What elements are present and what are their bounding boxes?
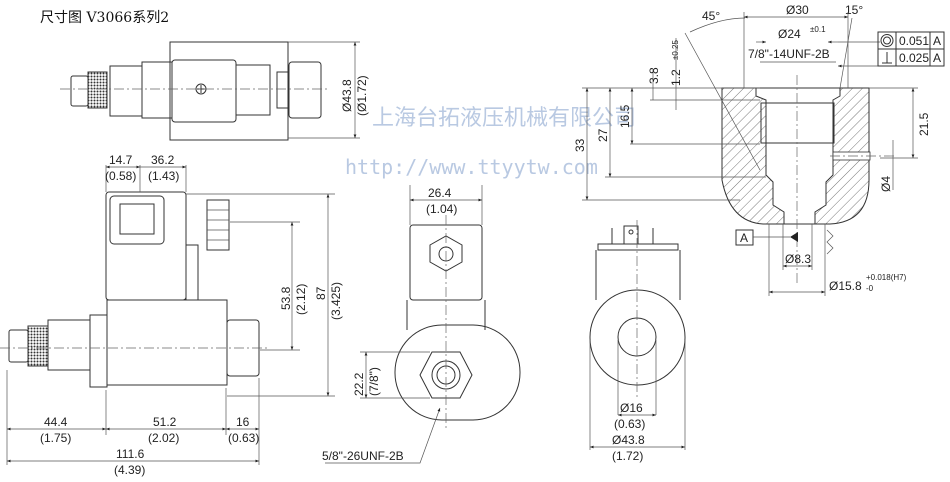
end-hex-in: (7/8") <box>367 367 381 396</box>
cavity-d83: Ø8.3 <box>785 252 811 266</box>
drawing-title: 尺寸图 V3066系列2 <box>40 10 169 26</box>
side-d7-in: (0.63) <box>228 431 259 445</box>
cavity-dia30: Ø30 <box>786 3 809 17</box>
cavity-dia24-tol: ±0.1 <box>810 25 826 34</box>
cavity-datum-label: A <box>740 231 748 245</box>
cavity-d215: 21.5 <box>917 112 931 136</box>
cavity-d12: 1.2 <box>669 69 683 86</box>
side-d5-in: (1.75) <box>40 431 71 445</box>
cavity-d4: Ø4 <box>879 176 893 192</box>
watermark-url: http://www.ttyytw.com <box>345 155 598 179</box>
cavity-d27: 27 <box>596 128 610 142</box>
side-d8-in: (4.39) <box>114 463 145 477</box>
cavity-d12-tol: ±0.25 <box>671 39 680 60</box>
end-width-mm: 26.4 <box>428 186 452 200</box>
side-d4-mm: 87 <box>314 286 328 300</box>
tol1-value: 0.051 <box>899 34 929 48</box>
side-d7-mm: 16 <box>236 415 250 429</box>
tol2-datum: A <box>933 51 941 65</box>
side-d1-in: (0.58) <box>105 169 136 183</box>
cavity-thread: 7/8"-14UNF-2B <box>748 47 830 61</box>
side-d6-in: (2.02) <box>148 431 179 445</box>
coil-inner-mm: Ø16 <box>620 401 643 415</box>
side-d2-mm: 36.2 <box>151 153 175 167</box>
end-thread-label: 5/8"-26UNF-2B <box>322 449 404 463</box>
cavity-d158-tol-lower: -0 <box>866 284 874 293</box>
side-d3-in: (2.12) <box>294 284 308 315</box>
end-width-in: (1.04) <box>426 202 457 216</box>
side-d2-in: (1.43) <box>148 169 179 183</box>
cavity-dia24: Ø24 <box>778 27 801 41</box>
coil-outer-in: (1.72) <box>612 449 643 463</box>
coil-view: Ø16 (0.63) Ø43.8 (1.72) <box>589 220 686 463</box>
watermark-company: 上海台拓液压机械有限公司 <box>372 106 636 131</box>
coil-inner-in: (0.63) <box>614 417 645 431</box>
top-view: Ø43.8 (Ø1.72) <box>60 41 369 141</box>
cavity-d38: 3.8 <box>647 67 661 84</box>
cavity-d158: Ø15.8 <box>829 279 862 293</box>
side-d4-in: (3.425) <box>329 282 343 320</box>
cavity-section: 45° 15° Ø30 Ø24 ±0.1 7/8"-14UNF-2B 0.051… <box>573 3 945 296</box>
cavity-angle-right: 15° <box>845 3 863 17</box>
side-d8-mm: 111.6 <box>116 447 145 461</box>
side-d5-mm: 44.4 <box>44 415 68 429</box>
cavity-angle-left: 45° <box>702 9 720 23</box>
side-d3-mm: 53.8 <box>279 286 293 310</box>
coil-outer-mm: Ø43.8 <box>612 433 645 447</box>
tol2-value: 0.025 <box>899 51 929 65</box>
cavity-d165: 16.5 <box>618 104 632 128</box>
cavity-d33: 33 <box>573 138 587 152</box>
side-d6-mm: 51.2 <box>153 415 177 429</box>
cavity-d158-tol-upper: +0.018(H7) <box>866 273 907 282</box>
top-dia-in: (Ø1.72) <box>355 75 369 116</box>
tol1-datum: A <box>933 34 941 48</box>
side-view: 14.7 (0.58) 36.2 (1.43) 53.8 (2.12) 87 (… <box>0 153 343 477</box>
top-dia-mm: Ø43.8 <box>340 79 354 112</box>
side-d1-mm: 14.7 <box>109 153 133 167</box>
end-view: 26.4 (1.04) 22.2 (7/8") 5/8"-26UNF-2B <box>322 185 521 464</box>
end-hex-mm: 22.2 <box>352 372 366 396</box>
